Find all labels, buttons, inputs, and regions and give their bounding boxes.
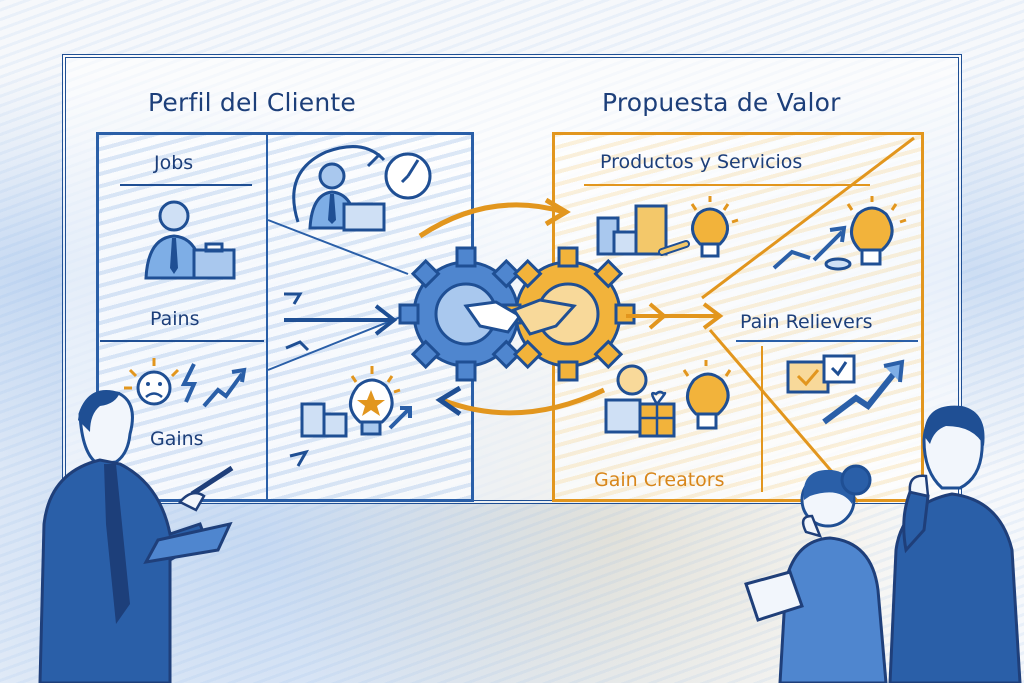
customer-panel-divider (266, 134, 268, 500)
products-lightbulb-icon (596, 196, 739, 258)
lightbulb-star-icon (300, 366, 412, 438)
label-jobs: Jobs (154, 152, 194, 174)
presenter-person (38, 390, 234, 683)
label-gains: Gains (150, 428, 204, 450)
pain-relievers-underline (736, 340, 918, 342)
gift-lightbulb-icon (604, 360, 732, 438)
checkbox-growth-arrow-icon (786, 354, 905, 425)
customer-profile-title: Perfil del Cliente (148, 88, 356, 117)
handshake-icon (463, 298, 577, 336)
frown-face-lightning-icon (124, 358, 247, 408)
label-pains: Pains (150, 308, 200, 330)
label-pain-relievers: Pain Relievers (740, 311, 873, 333)
growth-lightbulb-icon (772, 196, 907, 271)
pains-divider (100, 340, 264, 342)
audience-man-person (888, 405, 1022, 683)
jobs-underline (120, 184, 252, 186)
businessman-briefcase-icon (144, 200, 236, 280)
person-clock-icon (292, 145, 432, 232)
label-gain-creators: Gain Creators (594, 469, 725, 491)
audience-woman-person (744, 464, 888, 683)
label-products-services: Productos y Servicios (600, 151, 803, 173)
value-proposition-title: Propuesta de Valor (602, 88, 841, 117)
products-underline (584, 184, 870, 186)
